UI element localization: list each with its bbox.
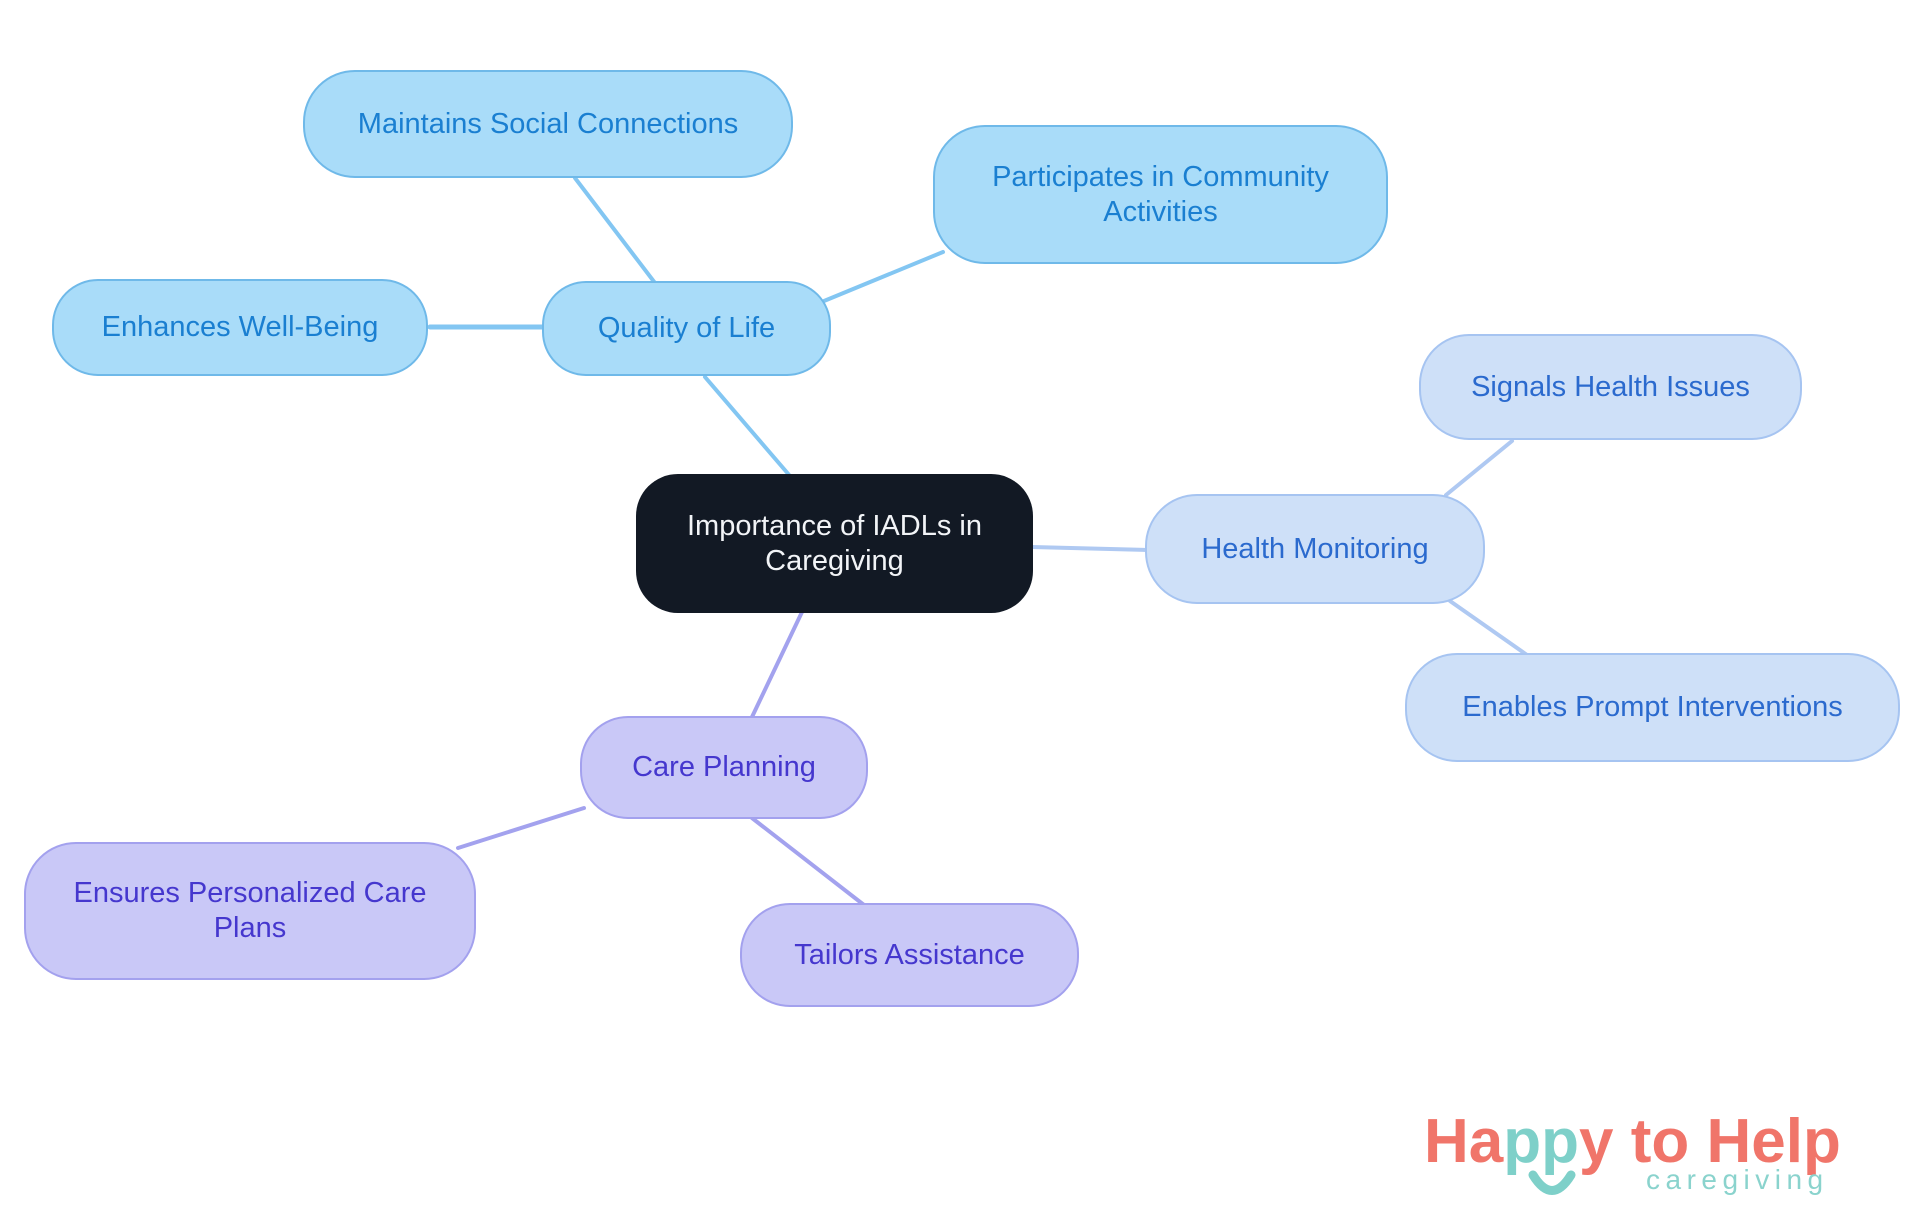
edge-quality-to-central	[703, 375, 792, 478]
node-ensures-personalized-care-plans[interactable]: Ensures Personalized Care Plans	[24, 842, 476, 980]
node-participates-in-community-activities[interactable]: Participates in Community Activities	[933, 125, 1388, 264]
node-label: Ensures Personalized Care Plans	[73, 877, 427, 944]
node-enhances-well-being[interactable]: Enhances Well-Being	[52, 279, 428, 376]
node-label: Signals Health Issues	[1471, 370, 1750, 403]
logo-tagline: caregiving	[1646, 1164, 1829, 1195]
node-central-topic[interactable]: Importance of IADLs in Caregiving	[636, 474, 1033, 613]
node-enables-prompt-interventions[interactable]: Enables Prompt Interventions	[1405, 653, 1900, 762]
edge-quality-to-participates	[822, 250, 945, 303]
edge-central-to-monitoring	[1030, 545, 1149, 552]
smile-icon	[1528, 1170, 1576, 1195]
node-label: Enables Prompt Interventions	[1462, 691, 1843, 724]
node-label: Care Planning	[632, 751, 816, 784]
node-label: Tailors Assistance	[794, 938, 1025, 971]
central-topic-label: Importance of IADLs in Caregiving	[687, 509, 982, 577]
node-tailors-assistance[interactable]: Tailors Assistance	[740, 903, 1079, 1007]
node-label: Quality of Life	[597, 312, 776, 345]
node-label: Health Monitoring	[1201, 532, 1429, 565]
node-label: Enhances Well-Being	[101, 311, 379, 344]
edge-maintains-to-quality	[573, 176, 657, 285]
node-label: Participates in Community Activities	[992, 160, 1329, 228]
logo-text-y-to-help: y to Help	[1579, 1107, 1841, 1176]
node-quality-of-life[interactable]: Quality of Life	[542, 281, 831, 376]
node-label: Maintains Social Connections	[357, 107, 739, 140]
node-care-planning[interactable]: Care Planning	[580, 716, 868, 819]
logo-wordmark: Happy to Help	[1424, 1111, 1841, 1173]
node-maintains-social-connections[interactable]: Maintains Social Connections	[303, 70, 793, 178]
edge-monitoring-to-enables	[1448, 599, 1529, 657]
edge-care-to-ensures	[456, 806, 586, 850]
node-health-monitoring[interactable]: Health Monitoring	[1145, 494, 1485, 604]
edge-care-to-tailors	[750, 816, 866, 907]
logo-text-ha: Ha	[1424, 1107, 1504, 1176]
happy-to-help-logo: Happy to Help caregiving	[1424, 1111, 1904, 1211]
edge-monitoring-to-signals	[1444, 439, 1514, 497]
node-signals-health-issues[interactable]: Signals Health Issues	[1419, 334, 1802, 440]
logo-text-pp: pp	[1503, 1107, 1580, 1176]
edge-central-to-care	[750, 610, 804, 719]
